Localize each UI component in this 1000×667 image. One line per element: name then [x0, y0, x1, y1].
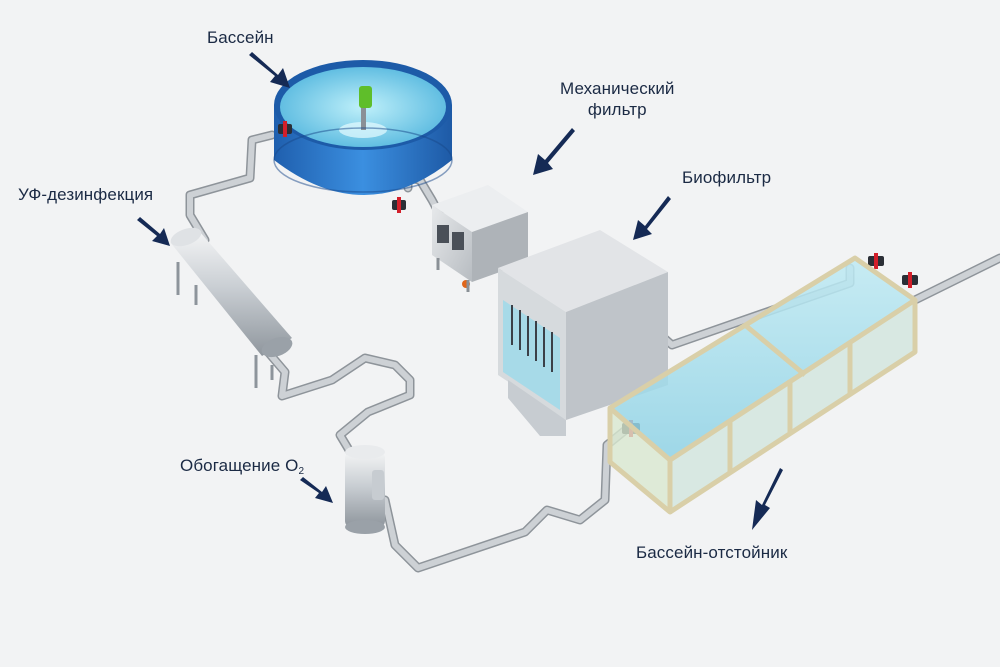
label-pool: Бассейн: [207, 28, 274, 47]
pool-tank: [273, 60, 453, 195]
arrow-icon: [752, 468, 783, 530]
label-oxygenation-text: Обогащение O: [180, 456, 299, 475]
label-settling-tank: Бассейн-отстойник: [636, 543, 788, 562]
arrow-icon: [137, 217, 170, 246]
label-mechanical-filter-line1: Механический: [560, 79, 675, 98]
aerator-icon: [359, 86, 372, 108]
oxygenation-unit: [345, 445, 385, 534]
settling-tank: [607, 255, 918, 515]
callout-arrows: [137, 52, 783, 530]
label-biofilter: Биофильтр: [682, 168, 772, 187]
biofilter-unit: [498, 230, 668, 436]
label-mechanical-filter-line2: фильтр: [587, 100, 647, 119]
label-mechanical-filter: Механический фильтр: [560, 78, 675, 120]
arrow-icon: [300, 477, 333, 503]
label-oxygenation: Обогащение O2: [180, 456, 304, 477]
arrow-icon: [633, 196, 671, 240]
arrow-icon: [249, 52, 290, 88]
uv-disinfection-unit: [170, 227, 293, 388]
label-uv-disinfection: УФ-дезинфекция: [18, 185, 154, 204]
label-oxygenation-subscript: 2: [298, 466, 305, 477]
arrow-icon: [533, 128, 575, 175]
